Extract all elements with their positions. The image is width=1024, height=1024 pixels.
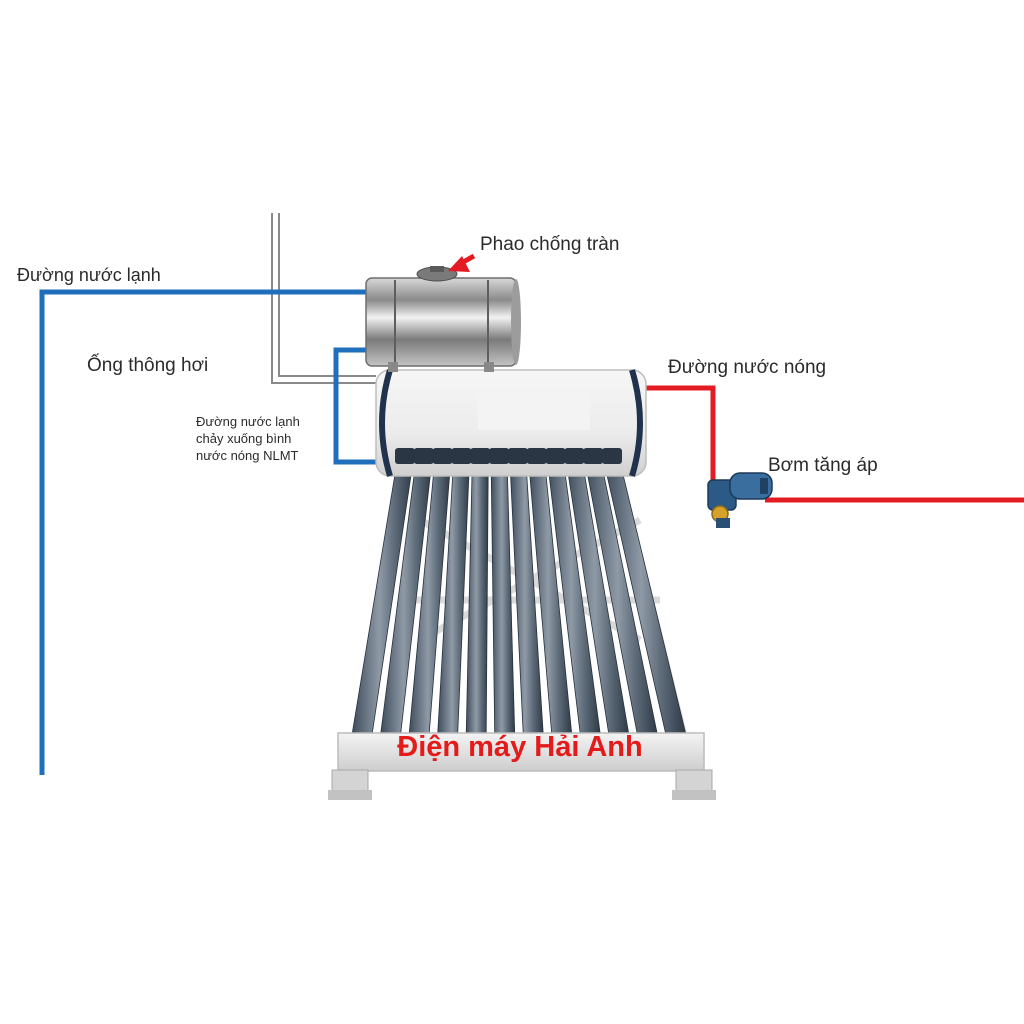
tube-socket [451,448,472,464]
vacuum-tube [465,461,489,736]
tube-socket [507,448,528,464]
tube-socket [602,448,622,464]
booster-pump-icon [707,472,773,528]
cold-water-down-label: Đường nước lạnh chảy xuống bình nước nón… [196,413,300,464]
tube-socket [470,448,491,464]
cold-water-down-line-1: Đường nước lạnh [196,414,300,429]
brand-watermark: Điện máy Hải Anh [397,731,643,763]
cold-water-tank [365,277,521,372]
overflow-float-label: Phao chống tràn [480,234,620,255]
cold-water-line-label: Đường nước lạnh [17,265,161,285]
tube-socket [545,448,566,464]
bottom-frame [328,732,716,800]
float-valve [416,266,458,282]
tube-socket [583,448,604,464]
tube-socket [489,448,510,464]
tube-socket [395,448,415,464]
tube-socket [413,448,434,464]
vent-pipe-label: Ống thông hơi [87,355,209,376]
tube-socket [564,448,585,464]
cold-water-down-pipe [333,347,378,465]
booster-pump-label: Bơm tăng áp [768,455,878,476]
hot-water-pipe [642,385,716,484]
hot-water-line-label: Đường nước nóng [668,357,827,378]
cold-water-pipe [39,289,368,775]
arrow-icon [448,253,476,272]
tube-socket [526,448,547,464]
cold-water-down-line-3: nước nóng NLMT [196,448,299,463]
vacuum-tubes [351,461,687,736]
vacuum-tube [490,461,516,736]
vent-pipe [271,213,376,384]
cold-water-down-line-2: chảy xuống bình [196,431,292,446]
tube-socket [432,448,453,464]
tube-sockets [395,448,622,464]
